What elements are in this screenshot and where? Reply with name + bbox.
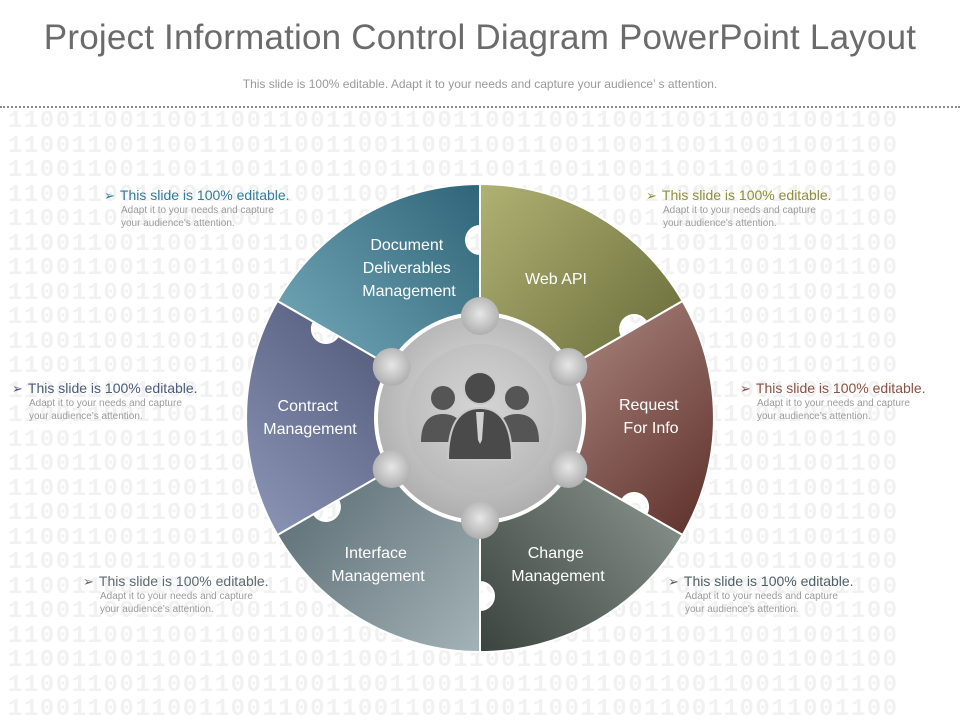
arrow-bullet-icon: ➢	[83, 574, 94, 589]
note-heading: ➢This slide is 100% editable.	[646, 187, 832, 203]
arrow-bullet-icon: ➢	[740, 381, 751, 396]
segment-change-label: Change Management	[511, 545, 605, 585]
segment-interface-label: Interface Management	[331, 545, 425, 585]
arrow-bullet-icon: ➢	[646, 188, 657, 203]
note-heading: ➢This slide is 100% editable.	[12, 380, 198, 396]
arrow-bullet-icon: ➢	[12, 381, 23, 396]
note-heading: ➢This slide is 100% editable.	[668, 573, 854, 589]
note-middle-right: ➢This slide is 100% editable. Adapt it t…	[740, 380, 960, 423]
segment-contract-label: Contract Management	[263, 398, 357, 438]
segment-contract	[245, 299, 482, 537]
page-title: Project Information Control Diagram Powe…	[43, 18, 917, 57]
segment-request-label: Request For Info	[619, 397, 683, 437]
note-bottom-left: ➢This slide is 100% editable. Adapt it t…	[83, 573, 313, 616]
page-subtitle: This slide is 100% editable. Adapt it to…	[242, 77, 718, 91]
note-heading: ➢This slide is 100% editable.	[740, 380, 926, 396]
note-top-left: ➢This slide is 100% editable. Adapt it t…	[104, 187, 334, 230]
note-bottom-right: ➢This slide is 100% editable. Adapt it t…	[668, 573, 898, 616]
arrow-bullet-icon: ➢	[668, 574, 679, 589]
team-people-icon	[421, 371, 539, 461]
segment-webapi-label: Web API	[525, 271, 587, 288]
segment-request	[478, 299, 715, 537]
note-top-right: ➢This slide is 100% editable. Adapt it t…	[646, 187, 876, 230]
segment-document-label: Document Deliverables Management	[362, 237, 456, 300]
note-middle-left: ➢This slide is 100% editable. Adapt it t…	[12, 380, 242, 423]
note-heading: ➢This slide is 100% editable.	[83, 573, 269, 589]
note-heading: ➢This slide is 100% editable.	[104, 187, 290, 203]
arrow-bullet-icon: ➢	[104, 188, 115, 203]
dotted-divider	[0, 106, 960, 108]
